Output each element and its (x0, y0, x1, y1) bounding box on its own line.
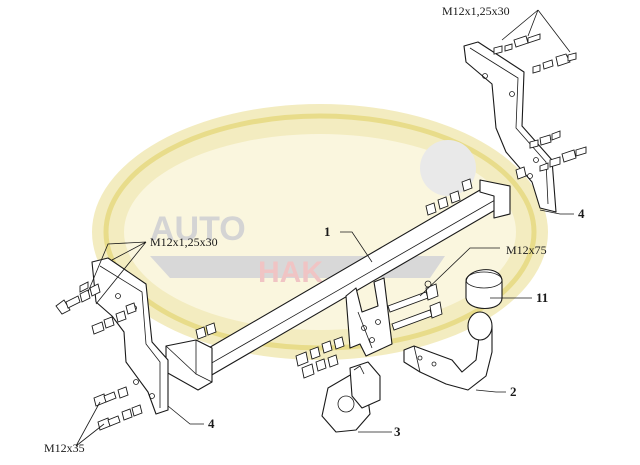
bottom-left-bolts (93, 386, 143, 431)
watermark-text-hak: HAK (258, 256, 323, 289)
center-nuts (195, 322, 345, 379)
label-bolt-center: M12x75 (506, 243, 547, 257)
right-bracket (463, 41, 557, 213)
crossbar (165, 179, 511, 391)
watermark-ring (103, 113, 537, 351)
part-number-4-right: 4 (578, 206, 585, 221)
ball-cover (465, 269, 503, 310)
long-bolts (387, 280, 443, 331)
part-number-11: 11 (536, 290, 548, 305)
right-bolts-top (493, 33, 577, 74)
leader-lines (75, 9, 574, 447)
watermark-logo: AUTO HAK (92, 104, 548, 360)
part-number-3: 3 (394, 424, 401, 439)
right-bolts-lower (529, 130, 587, 172)
watermark-text-auto: AUTO (150, 210, 246, 248)
socket-plate (321, 361, 381, 433)
part-number-2: 2 (510, 384, 517, 399)
part-number-1: 1 (324, 224, 331, 239)
label-bolt-top: M12x1,25x30 (442, 4, 510, 18)
center-mount-plates (345, 277, 393, 357)
label-bolt-left: M12x1,25x30 (150, 235, 218, 249)
label-bolt-bottom-left: M12x35 (44, 441, 85, 455)
watermark-inner (124, 134, 516, 330)
part-number-4-left: 4 (208, 416, 215, 431)
ball-neck (403, 311, 493, 391)
left-bolts (55, 281, 137, 335)
right-crossbar-nuts (425, 166, 527, 216)
